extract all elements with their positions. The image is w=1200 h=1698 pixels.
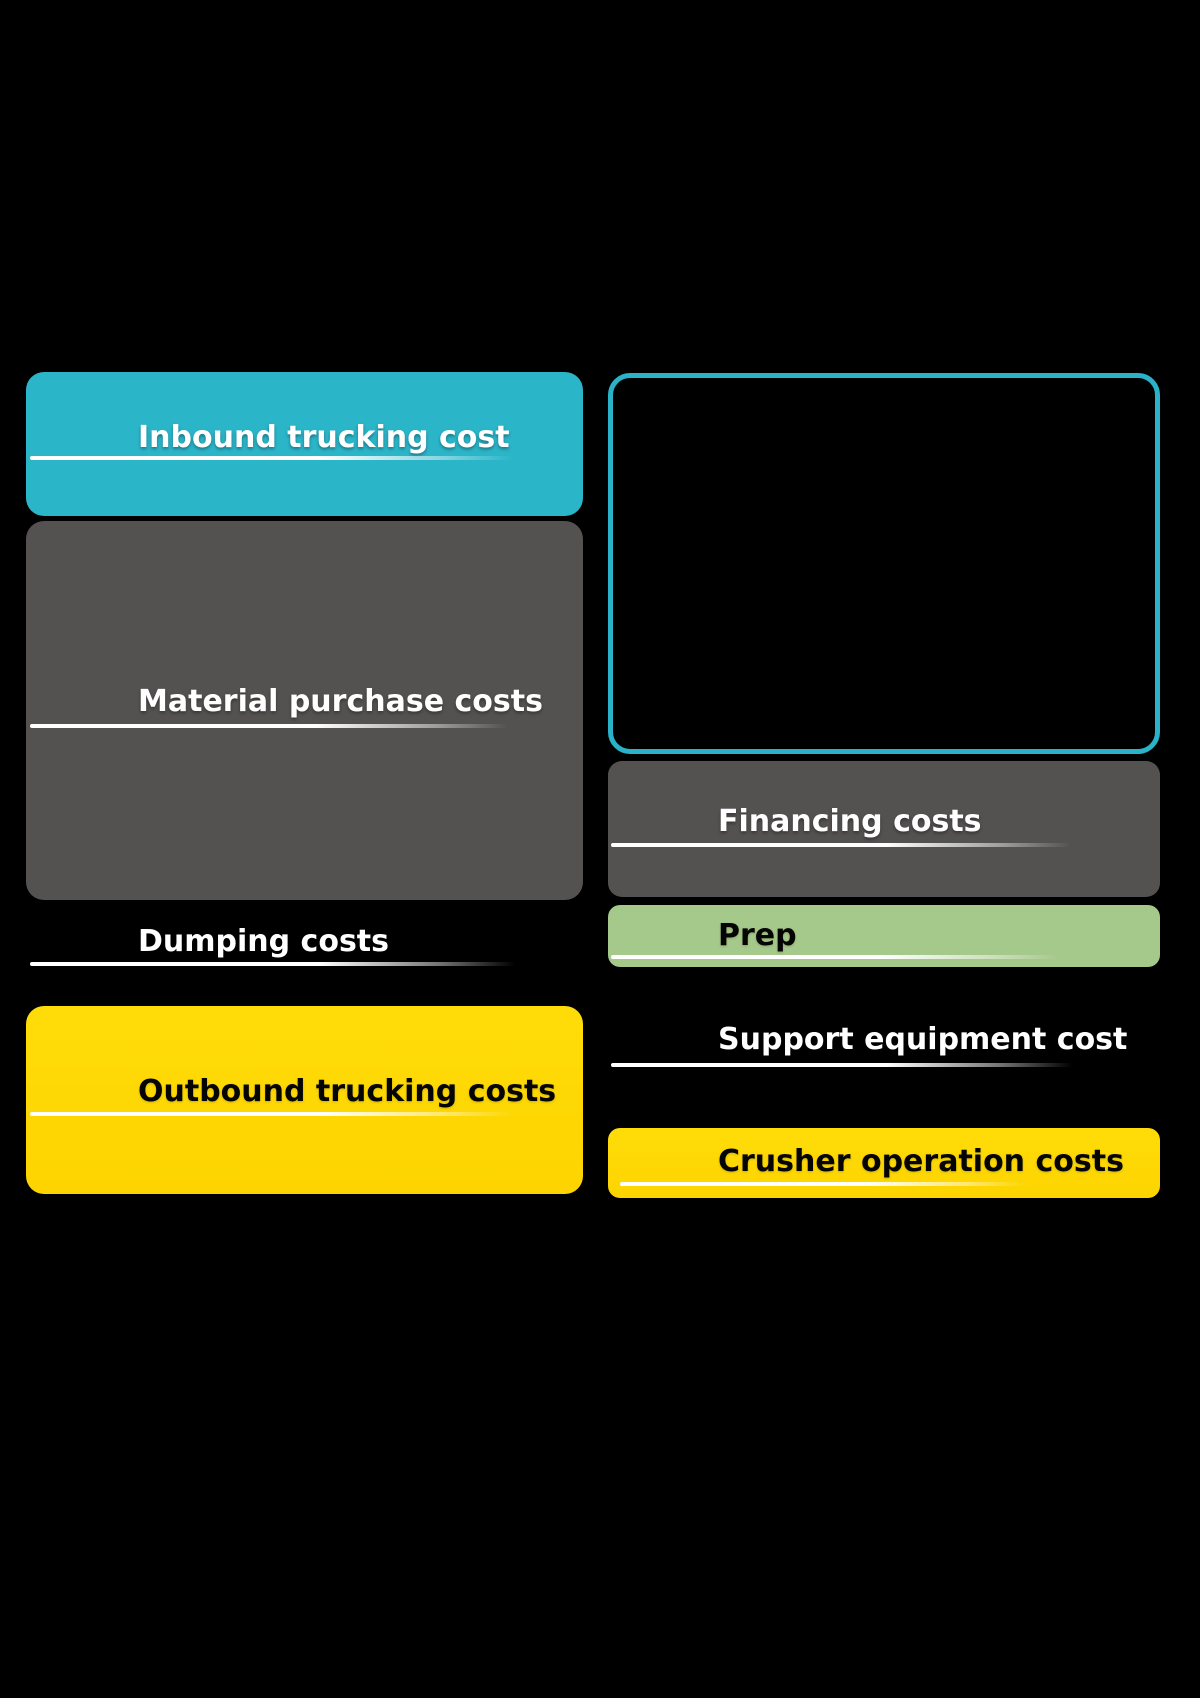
- financing-costs-box: Financing costs: [608, 761, 1160, 897]
- outbound-trucking-costs-label: Outbound trucking costs: [138, 1074, 557, 1109]
- crusher-operation-costs-box: Crusher operation costs: [608, 1128, 1160, 1198]
- support-equipment-cost-item: Support equipment cost: [608, 1004, 1160, 1074]
- material-underline: [30, 724, 522, 728]
- outlined-detail-panel: [608, 373, 1160, 754]
- prep-label: Prep: [718, 918, 797, 953]
- inbound-trucking-cost-label: Inbound trucking cost: [138, 420, 510, 455]
- material-purchase-costs-label: Material purchase costs: [138, 684, 543, 719]
- outbound-underline: [30, 1112, 528, 1116]
- dumping-costs-label: Dumping costs: [138, 924, 390, 959]
- financing-costs-label: Financing costs: [718, 804, 982, 839]
- dumping-underline: [30, 962, 530, 966]
- inbound-underline: [30, 456, 528, 460]
- panel-left-notch-icon: [613, 580, 622, 592]
- support-underline: [611, 1063, 1087, 1067]
- crusher-underline: [620, 1182, 1040, 1186]
- outbound-trucking-costs-box: Outbound trucking costs: [26, 1006, 583, 1194]
- prep-underline: [611, 955, 1073, 959]
- prep-box: Prep: [608, 905, 1160, 967]
- material-purchase-costs-box: Material purchase costs: [26, 521, 583, 900]
- dumping-costs-item: Dumping costs: [26, 906, 583, 976]
- financing-underline: [611, 843, 1085, 847]
- support-equipment-cost-label: Support equipment cost: [718, 1022, 1128, 1057]
- crusher-operation-costs-label: Crusher operation costs: [718, 1144, 1124, 1179]
- inbound-trucking-cost-box: Inbound trucking cost: [26, 372, 583, 516]
